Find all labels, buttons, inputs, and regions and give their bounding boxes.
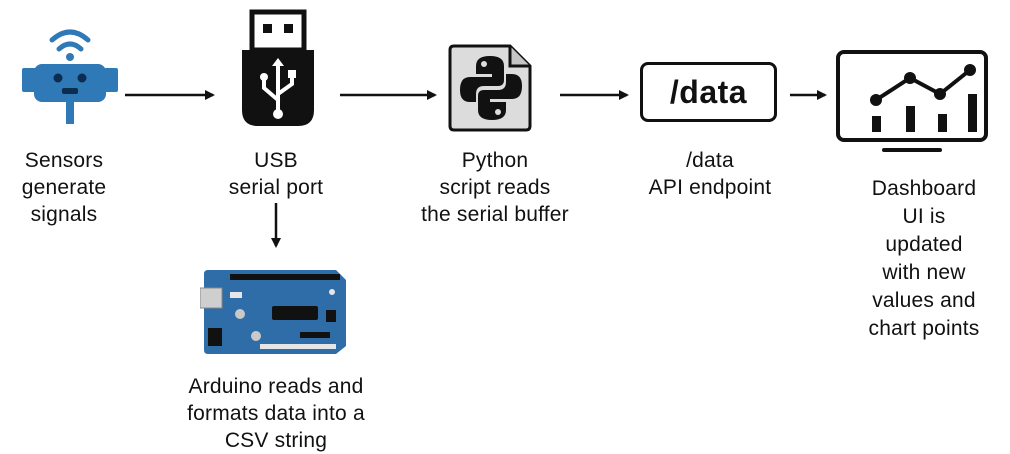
node-label-python: Python script reads the serial buffer <box>405 147 585 228</box>
wifi-sensor-icon <box>22 29 118 124</box>
label-line: Arduino reads and <box>188 375 364 398</box>
label-line: Sensors <box>24 149 104 172</box>
dashboard-chart-icon <box>836 50 988 152</box>
api-endpoint-box: /data <box>640 62 777 122</box>
label-line: signals <box>30 203 98 226</box>
label-line: the serial buffer <box>421 203 569 226</box>
label-line: UI is <box>902 205 946 228</box>
label-line: serial port <box>228 176 324 199</box>
node-label-arduino: Arduino reads and formats data into a CS… <box>160 373 392 454</box>
label-line: API endpoint <box>648 176 772 199</box>
node-label-sensors: Sensors generate signals <box>4 147 124 228</box>
label-line: Dashboard <box>871 177 977 200</box>
label-line: with new <box>882 261 966 284</box>
node-label-api: /data API endpoint <box>628 147 792 201</box>
label-line: formats data into a <box>187 402 365 425</box>
label-line: values and <box>872 289 976 312</box>
label-line: USB <box>254 149 298 172</box>
label-line: Python <box>461 149 529 172</box>
label-line: chart points <box>868 317 980 340</box>
arduino-board-icon <box>200 270 346 354</box>
label-line: /data <box>686 149 734 172</box>
label-line: CSV string <box>224 429 328 452</box>
node-label-usb: USB serial port <box>206 147 346 201</box>
label-line: generate <box>21 176 107 199</box>
label-line: script reads <box>439 176 551 199</box>
node-label-dashboard: Dashboard UI is updated with new values … <box>846 175 1002 343</box>
label-line: updated <box>885 233 963 256</box>
python-file-icon <box>448 44 532 132</box>
api-box-text: /data <box>669 73 748 110</box>
usb-drive-icon <box>242 9 314 126</box>
